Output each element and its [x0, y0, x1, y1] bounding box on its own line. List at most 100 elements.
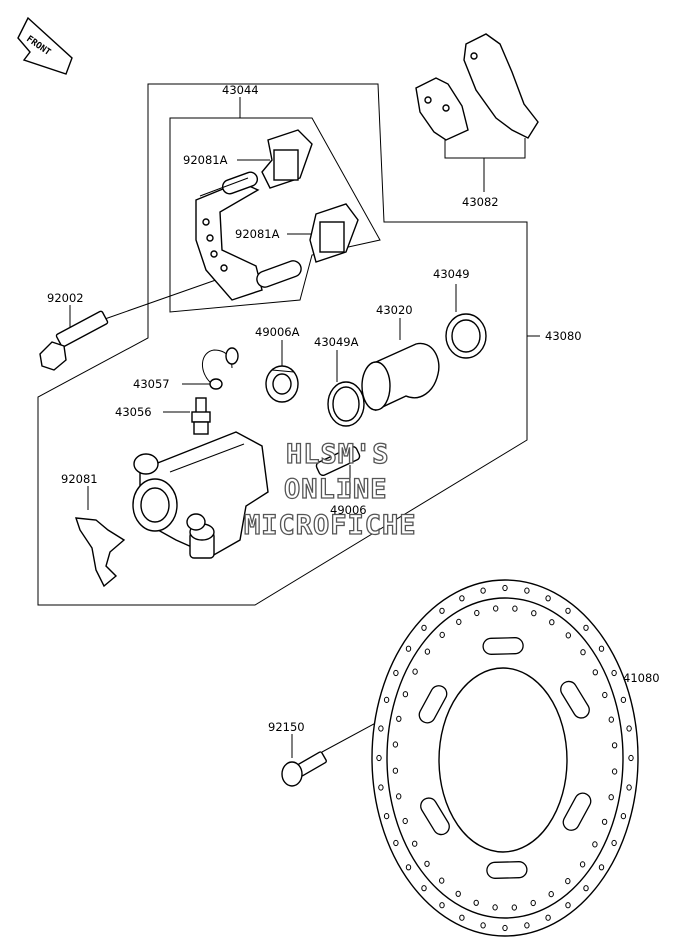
pin-boot-bottom: [309, 203, 359, 263]
drill-hole: [383, 696, 390, 704]
drill-hole: [608, 716, 614, 723]
disc-slots: [418, 637, 592, 879]
drill-hole: [601, 818, 608, 825]
drill-hole: [583, 624, 589, 631]
drill-hole: [628, 754, 634, 762]
drill-hole: [421, 885, 427, 892]
caliper-body: [132, 431, 269, 559]
label-43049: 43049: [433, 267, 470, 281]
drill-hole: [502, 584, 508, 592]
label-49006: 49006: [330, 503, 367, 517]
brake-pad-set: [415, 33, 539, 141]
drill-hole: [459, 595, 465, 602]
caliper-bracket: [195, 171, 302, 301]
drill-hole: [412, 840, 418, 847]
drill-hole: [565, 878, 571, 885]
drill-hole: [493, 605, 499, 612]
disc-slot: [486, 861, 528, 879]
disc-slot: [482, 637, 524, 655]
drill-hole: [439, 902, 445, 909]
drill-hole: [598, 864, 605, 871]
drill-hole: [626, 725, 632, 732]
label-43080: 43080: [545, 329, 582, 343]
drill-hole: [473, 899, 479, 906]
label-43044: 43044: [222, 83, 259, 97]
drill-hole: [611, 839, 617, 847]
drill-hole: [383, 813, 390, 820]
label-92150: 92150: [268, 720, 305, 734]
label-49006a: 49006A: [255, 325, 300, 339]
drill-hole: [412, 668, 418, 675]
drill-hole: [456, 618, 462, 626]
drill-hole: [511, 904, 517, 911]
label-92081: 92081: [61, 472, 98, 486]
drill-hole: [531, 610, 537, 617]
drill-hole: [626, 784, 632, 791]
drill-hole: [439, 877, 445, 884]
label-43056: 43056: [115, 405, 152, 419]
drill-hole: [405, 864, 412, 871]
drill-hole: [439, 631, 445, 639]
bleeder-valve: [191, 397, 211, 435]
drill-hole: [424, 648, 431, 655]
drill-hole: [602, 691, 608, 699]
label-92002: 92002: [47, 291, 84, 305]
drill-hole: [583, 885, 589, 892]
disc-slot: [562, 792, 592, 831]
drill-hole: [608, 794, 614, 801]
disc-drill-holes: [376, 584, 634, 932]
watermark-line-3: MICROFICHE: [244, 510, 417, 541]
drill-hole: [598, 645, 605, 652]
drill-hole: [620, 813, 627, 820]
drill-hole: [424, 860, 430, 867]
bracket-assembly-outline: [169, 117, 381, 313]
drill-hole: [611, 742, 618, 749]
drill-hole: [474, 609, 480, 617]
drill-hole: [545, 595, 551, 602]
piston-43020: [361, 342, 440, 412]
dust-seal-49006A: [265, 365, 299, 403]
drill-hole: [455, 890, 461, 897]
drill-hole: [393, 669, 399, 677]
drill-hole: [611, 669, 617, 677]
watermark-line-2: ONLINE: [284, 474, 388, 505]
drill-hole: [492, 904, 498, 911]
drill-hole: [592, 669, 598, 676]
drill-hole: [480, 922, 486, 929]
label-92081a-bottom: 92081A: [235, 227, 280, 241]
drill-hole: [396, 793, 402, 800]
drill-hole: [402, 817, 408, 825]
drill-hole: [611, 768, 618, 775]
drill-hole: [620, 696, 627, 704]
drill-hole: [378, 725, 384, 732]
drill-hole: [393, 839, 399, 847]
drill-hole: [565, 607, 571, 614]
drill-hole: [396, 715, 402, 722]
drill-hole: [405, 645, 412, 652]
drill-hole: [378, 784, 384, 791]
drill-hole: [549, 619, 555, 626]
drill-hole: [545, 914, 551, 921]
drill-hole: [548, 891, 554, 898]
drill-hole: [524, 922, 530, 929]
watermark-line-1: HLSM'S: [286, 439, 390, 470]
label-43020: 43020: [376, 303, 413, 317]
label-43082: 43082: [462, 195, 499, 209]
drill-hole: [439, 607, 445, 614]
drill-hole: [565, 632, 571, 639]
drill-hole: [402, 691, 409, 698]
caliper-assembly-outline: [37, 83, 528, 606]
caliper-bolt: [39, 310, 109, 371]
pin-boot-top: [261, 129, 313, 189]
brake-disc: [371, 579, 639, 937]
drill-hole: [480, 587, 486, 594]
disc-bolt: [281, 751, 327, 787]
drill-hole: [376, 754, 382, 762]
label-41080: 41080: [623, 671, 660, 685]
drill-hole: [580, 649, 586, 656]
drill-hole: [524, 587, 530, 594]
pad-spring: [74, 517, 126, 588]
disc-slot: [560, 680, 590, 719]
front-arrow-icon: FRONT: [17, 16, 73, 75]
